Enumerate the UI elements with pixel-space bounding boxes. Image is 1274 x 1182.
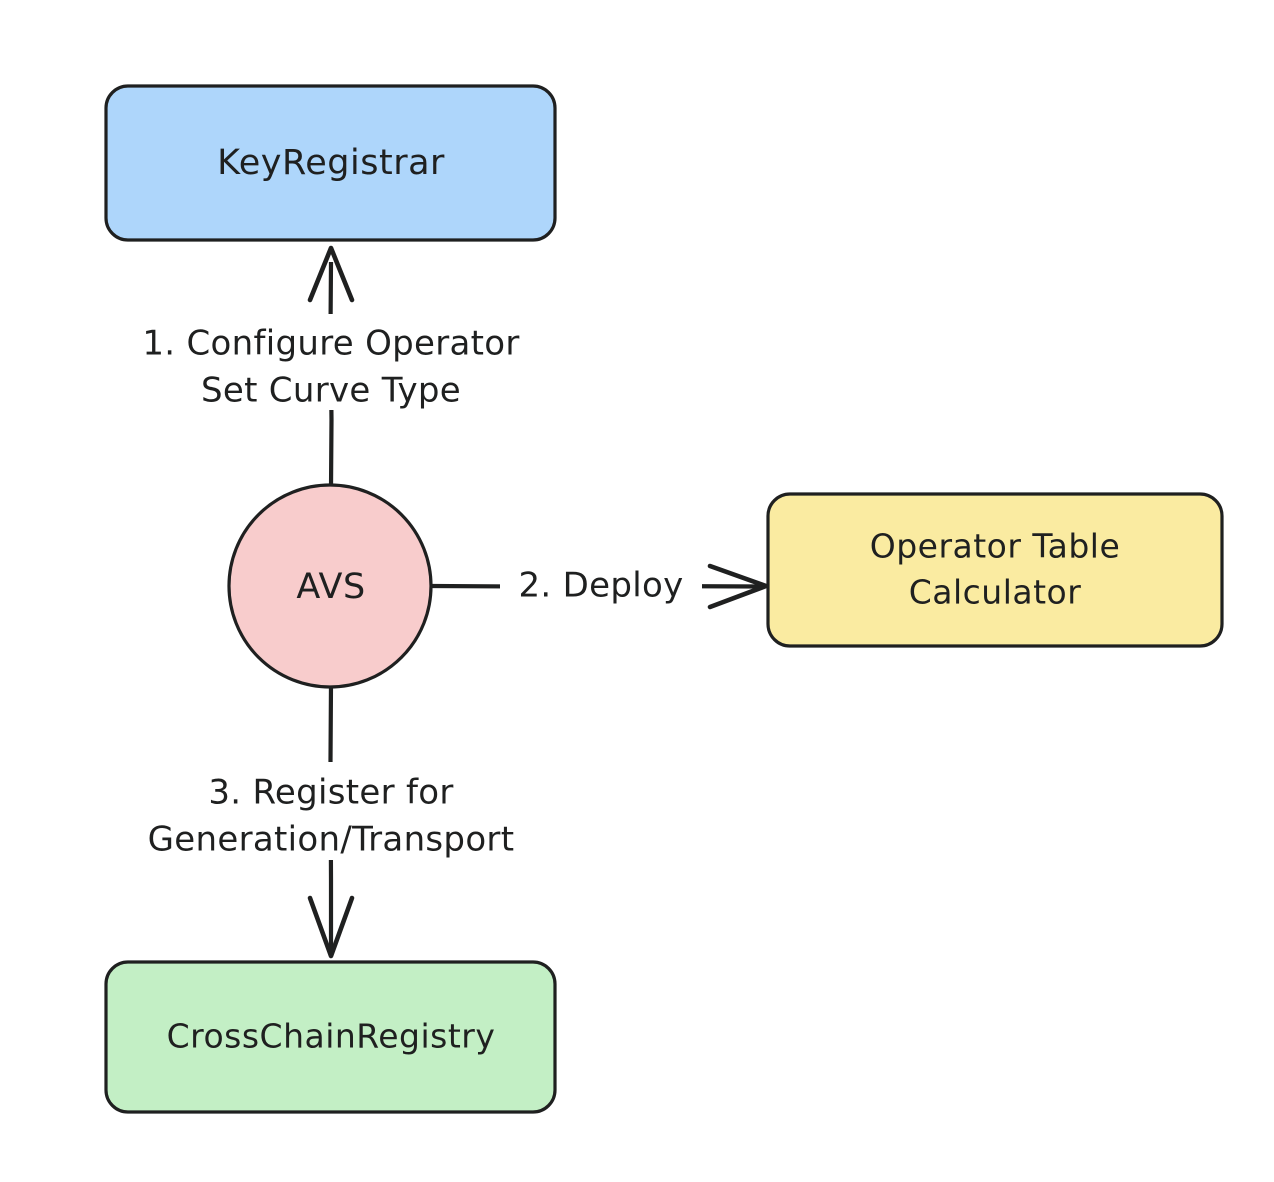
node-operator-table-calculator-label-line1: Operator Table [870,527,1121,566]
edge-register-arrowhead-icon [307,895,355,959]
edge-configure-operator: 1. Configure Operator Set Curve Type [110,245,558,489]
node-avs[interactable]: AVS [227,483,433,689]
edge-deploy-label-line1: 2. Deploy [519,566,684,606]
node-operator-table-calculator-shape[interactable] [766,492,1224,648]
node-operator-table-calculator[interactable]: Operator Table Calculator [766,492,1224,648]
edge-configure-label-line1: 1. Configure Operator [142,324,519,364]
node-cross-chain-registry-shape[interactable] [104,960,557,1114]
edge-deploy-arrowhead-icon [707,563,769,610]
edge-register-label-line1: 3. Register for [208,773,453,813]
node-cross-chain-registry-label: CrossChainRegistry [167,1017,496,1056]
node-avs-shape[interactable] [227,483,433,689]
edge-configure-label-line2: Set Curve Type [201,371,461,411]
node-avs-label: AVS [296,567,365,607]
edge-deploy-label-bg [500,556,702,616]
node-key-registrar-label: KeyRegistrar [217,143,445,183]
node-key-registrar[interactable]: KeyRegistrar [104,84,557,242]
node-operator-table-calculator-label-line2: Calculator [909,573,1082,612]
edge-register-label-line2: Generation/Transport [148,820,515,860]
edge-configure-arrowhead-icon [307,245,355,303]
edge-deploy: 2. Deploy [431,556,769,616]
edge-configure-label-bg [110,314,558,410]
node-cross-chain-registry[interactable]: CrossChainRegistry [104,960,557,1114]
edge-register-label-bg [106,762,562,860]
edge-register: 3. Register for Generation/Transport [106,683,562,959]
node-key-registrar-shape[interactable] [104,84,557,242]
